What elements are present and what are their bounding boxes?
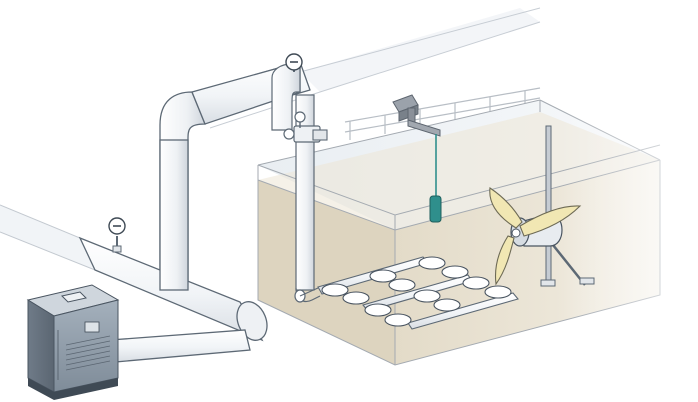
diffuser-disc xyxy=(343,292,369,304)
diffuser-disc xyxy=(463,277,489,289)
diffuser-disc xyxy=(442,266,468,278)
blower-control-panel xyxy=(85,322,99,332)
pressure-gauge-lower xyxy=(109,218,125,252)
diffuser-disc xyxy=(365,304,391,316)
diffuser-disc xyxy=(322,284,348,296)
diffuser-disc xyxy=(434,299,460,311)
diffuser-disc xyxy=(414,290,440,302)
blower-unit xyxy=(28,285,118,400)
mixer-guide-rail xyxy=(546,126,551,286)
diffuser-disc xyxy=(385,314,411,326)
diffuser-disc xyxy=(389,279,415,291)
diffuser-disc xyxy=(485,286,511,298)
diffuser-disc xyxy=(370,270,396,282)
diffuser-disc xyxy=(419,257,445,269)
sensor-probe-icon xyxy=(430,196,441,222)
